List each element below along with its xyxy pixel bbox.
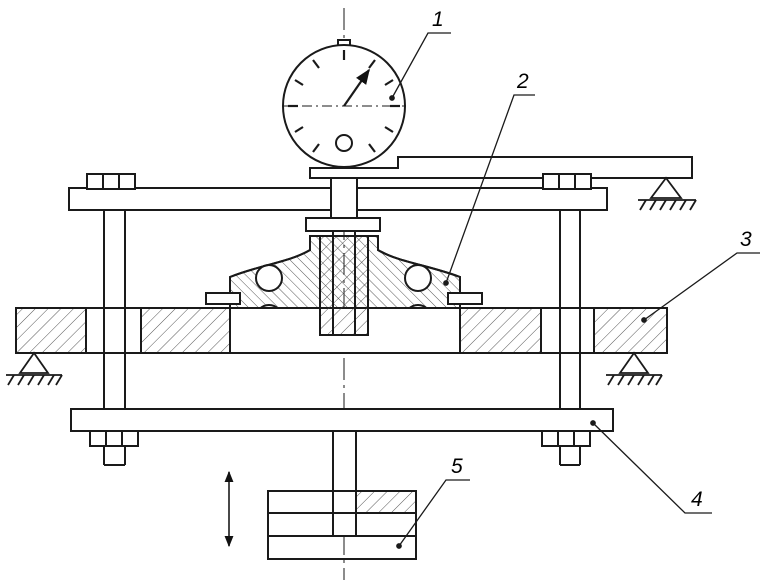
leader-2 [445,94,535,284]
support-right [606,351,663,386]
support-right-top [638,176,697,211]
label-1: 1 [432,8,444,31]
label-2: 2 [516,70,529,93]
clamp-lug-right [447,292,483,305]
load-rod [332,430,357,537]
support-table [15,307,668,354]
support-left [6,351,63,386]
dial-indicator [282,39,406,168]
plunger-collar [305,217,381,232]
weight [267,490,417,560]
measuring-lever [309,156,693,179]
clamp-lug-left [205,292,241,305]
leader-1 [391,32,451,99]
lower-plate [70,408,614,432]
leader-4 [592,422,712,514]
plunger-stem [330,177,358,221]
leader-5 [398,479,470,547]
label-3: 3 [740,228,752,251]
test-specimen [229,231,461,354]
top-nut-left [86,173,136,190]
top-nut-right [542,173,592,190]
leader-3 [643,252,760,321]
bottom-nut-left [89,430,139,447]
bottom-nut-right [541,430,591,447]
label-5: 5 [451,455,463,478]
label-4: 4 [691,488,703,511]
